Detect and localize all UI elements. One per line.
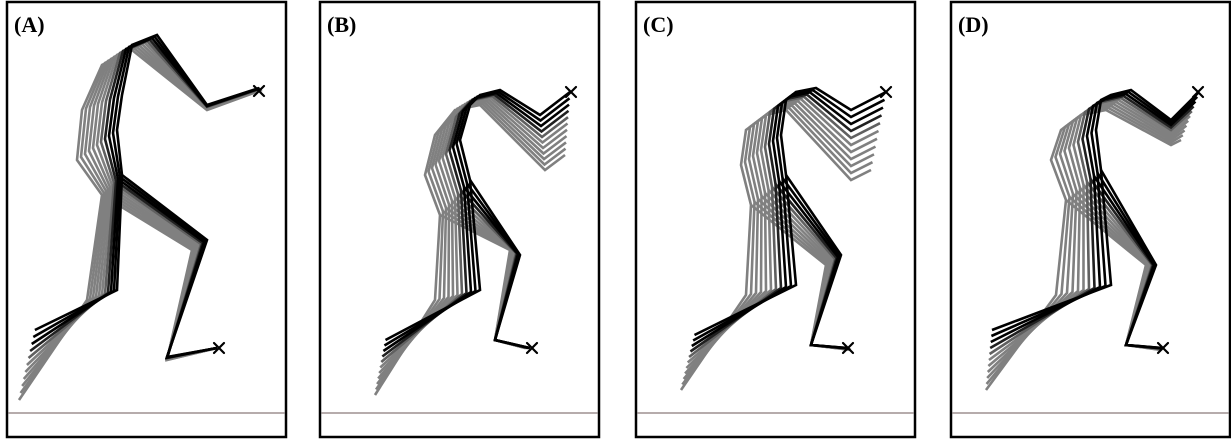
target-marker: [564, 85, 578, 99]
pose-back-chain: [693, 86, 887, 337]
pose-back-chain: [985, 106, 1184, 385]
target-marker: [212, 341, 226, 355]
panel-label: (A): [14, 12, 45, 37]
target-marker: [525, 341, 539, 355]
pose-back-chain: [384, 88, 571, 342]
pose-back-chain: [988, 98, 1191, 362]
pose-back-chain: [376, 100, 567, 385]
panel-d: (D): [949, 0, 1231, 439]
pose-back-chain: [691, 91, 884, 348]
pose-back-chain: [681, 106, 874, 386]
pose-back-chain: [382, 91, 570, 353]
panel-b: (B): [318, 0, 601, 439]
pose-back-chain: [986, 102, 1188, 373]
pose-back-chain: [986, 104, 1186, 379]
pose-back-chain: [684, 101, 877, 375]
pose-back-chain: [679, 108, 872, 391]
pose-back-chain: [374, 102, 567, 391]
pose-sequence: [17, 33, 263, 401]
pose-back-chain: [989, 94, 1195, 350]
pose-back-chain: [988, 96, 1193, 356]
panel-c: (C): [634, 0, 917, 439]
pose-back-chain: [686, 97, 880, 364]
pose-front-leg: [468, 179, 531, 350]
pose-back-chain: [984, 108, 1182, 391]
pose-sequence: [373, 88, 571, 396]
pose-back-chain: [689, 93, 883, 353]
pose-back-chain: [682, 104, 875, 380]
pose-back-chain: [383, 90, 571, 347]
pose-front-leg: [1099, 169, 1164, 350]
pose-back-chain: [373, 103, 566, 396]
panel-label: (B): [327, 12, 356, 37]
panel-label: (D): [958, 12, 989, 37]
pose-back-chain: [692, 88, 886, 342]
target-marker: [879, 85, 893, 99]
pose-front-leg: [121, 173, 218, 359]
pose-front-leg: [784, 174, 849, 350]
pose-back-chain: [990, 92, 1197, 344]
panel-a: (A): [5, 0, 288, 439]
target-marker: [1156, 341, 1170, 355]
target-marker: [252, 84, 266, 98]
pose-back-chain: [378, 97, 568, 374]
panel-label: (C): [643, 12, 674, 37]
pose-back-chain: [688, 95, 881, 359]
pose-back-chain: [991, 88, 1200, 332]
pose-back-chain: [987, 100, 1190, 367]
target-marker: [841, 341, 855, 355]
pose-back-chain: [379, 96, 569, 369]
pose-back-chain: [381, 93, 570, 358]
pose-back-chain: [377, 99, 568, 380]
pose-back-chain: [685, 99, 878, 369]
pose-back-chain: [990, 90, 1199, 338]
pose-sequence: [984, 88, 1200, 391]
pose-back-chain: [34, 33, 260, 332]
pose-sequence: [679, 86, 887, 391]
pose-back-chain: [380, 94, 569, 363]
target-marker: [1191, 85, 1205, 99]
